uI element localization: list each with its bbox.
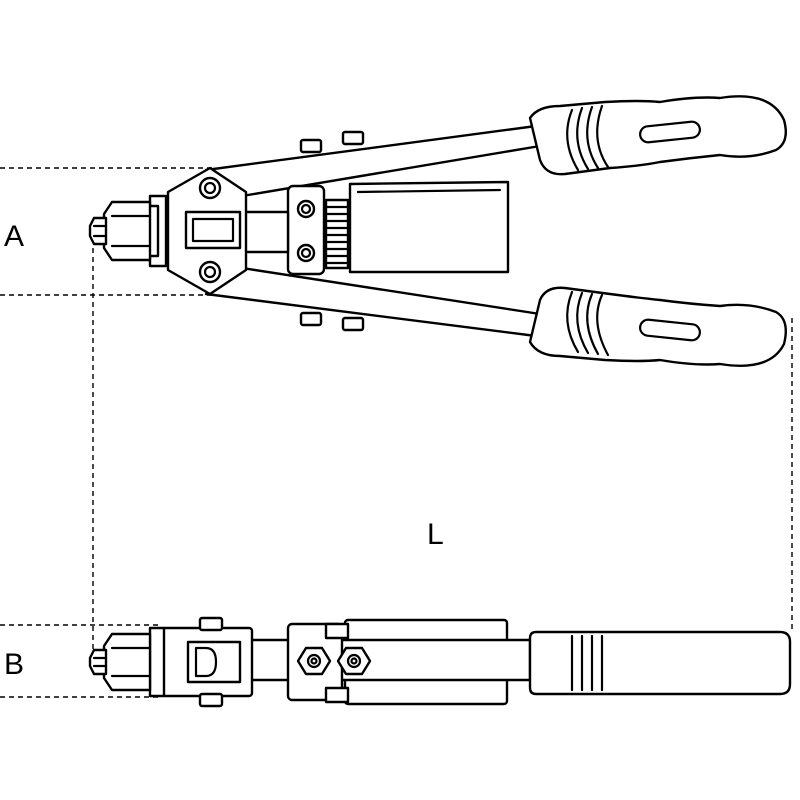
- side-mandrel-tip: [88, 648, 108, 676]
- dimension-label-a: A: [4, 220, 24, 253]
- side-nose-collar: [148, 626, 166, 698]
- side-head-pin: [198, 692, 224, 708]
- head-screw-bottom: [198, 260, 222, 284]
- arm-bolt: [341, 130, 365, 146]
- side-head-slot: [186, 640, 242, 684]
- mandrel-tip: [88, 216, 108, 246]
- side-bar: [218, 638, 532, 682]
- side-hex-screw: [296, 646, 332, 676]
- nose-nut: [102, 200, 152, 262]
- head-neck: [240, 210, 290, 254]
- head-screw-top: [198, 176, 222, 200]
- ratchet-teeth: [324, 205, 350, 265]
- upper-handle-grip: [528, 95, 787, 176]
- ratchet-top: [324, 622, 350, 640]
- top-view: [88, 95, 787, 367]
- side-head-pin: [198, 616, 224, 632]
- tool-housing: [348, 180, 510, 274]
- arm-bolt: [299, 311, 323, 327]
- ratchet-bottom: [324, 686, 350, 704]
- screw-head: [296, 243, 316, 263]
- lower-handle-grip: [528, 286, 787, 367]
- dimension-label-b: B: [4, 648, 24, 681]
- dimension-label-l: L: [427, 518, 444, 551]
- side-hex-screw: [336, 646, 372, 676]
- side-handle-grip: [528, 630, 792, 696]
- side-nose-nut: [102, 632, 152, 692]
- screw-head: [296, 199, 316, 219]
- arm-bolt: [341, 316, 365, 332]
- side-view: [88, 616, 792, 708]
- arm-bolt: [299, 138, 323, 154]
- dimension-lines: [0, 167, 793, 698]
- lower-lever-arm: [204, 266, 542, 338]
